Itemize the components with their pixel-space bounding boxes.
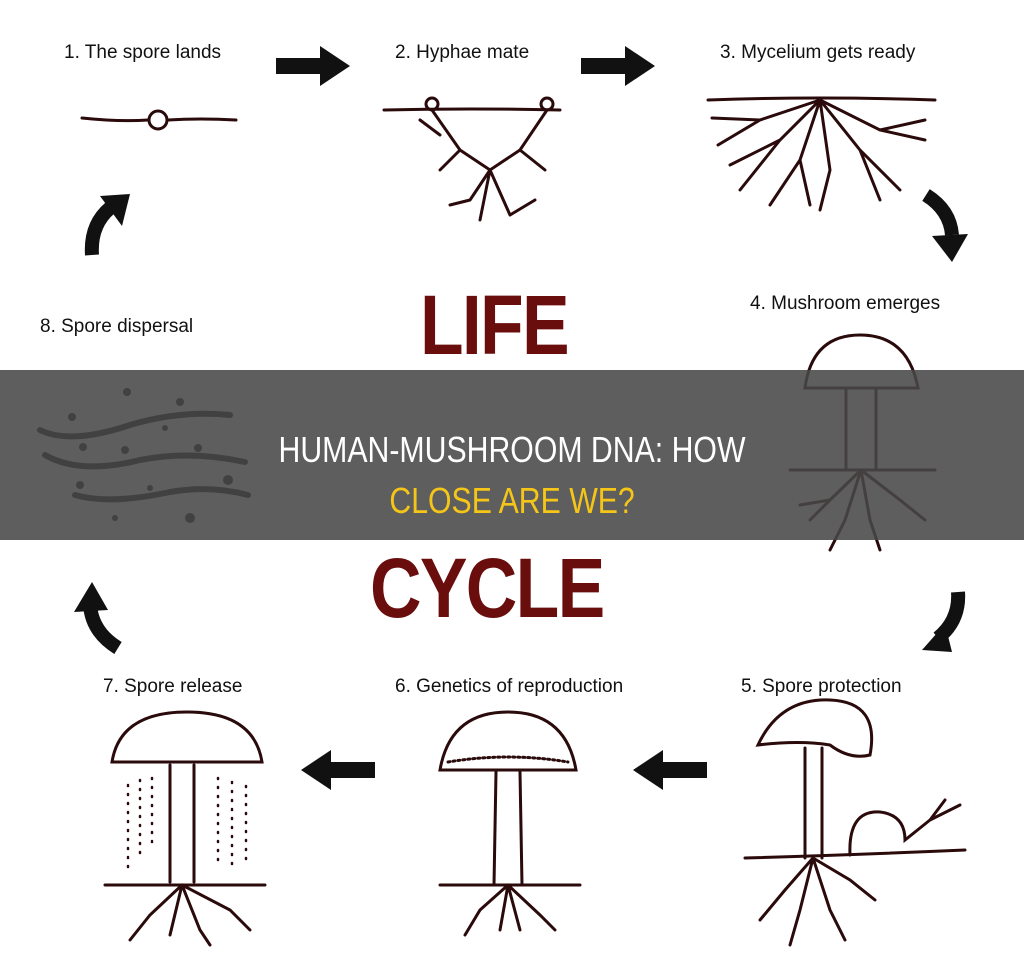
hyphae-mating-drawing (382, 96, 562, 222)
stage-2-label: 2. Hyphae mate (395, 42, 530, 63)
spore-release-mushroom-drawing (103, 710, 267, 947)
arrow-right-icon (581, 46, 655, 86)
title-banner: HUMAN-MUSHROOM DNA: HOW CLOSE ARE WE? (0, 370, 1024, 540)
title-line-1-text: HUMAN-MUSHROOM DNA: HOW (278, 429, 746, 470)
mycelium-drawing (706, 96, 937, 212)
title-line-2: CLOSE ARE WE? (0, 483, 1024, 519)
reproduction-mushroom-drawing (438, 710, 582, 937)
stage-1-label: 1. The spore lands (64, 42, 222, 63)
curved-arrow-icon (83, 604, 122, 654)
title-line-2-text: CLOSE ARE WE? (389, 480, 635, 521)
curved-arrow-icon (922, 189, 959, 236)
spore-landing-drawing (80, 109, 238, 131)
stage-7-label: 7. Spore release (103, 676, 243, 697)
stage-8-label: 8. Spore dispersal (40, 316, 194, 337)
title-line-1: HUMAN-MUSHROOM DNA: HOW (0, 432, 1024, 468)
protected-mushroom-drawing (743, 698, 967, 947)
life-text: LIFE (420, 278, 570, 372)
stage-3-label: 3. Mycelium gets ready (720, 42, 916, 63)
arrow-left-icon (301, 750, 375, 790)
curved-arrow-icon (84, 202, 115, 256)
stage-4-label: 4. Mushroom emerges (750, 293, 941, 314)
stage-6-label: 6. Genetics of reproduction (395, 676, 624, 697)
arrow-left-icon (633, 750, 707, 790)
stage-5-label: 5. Spore protection (741, 676, 902, 697)
arrow-right-icon (276, 46, 350, 86)
cycle-text: CYCLE (370, 541, 605, 635)
